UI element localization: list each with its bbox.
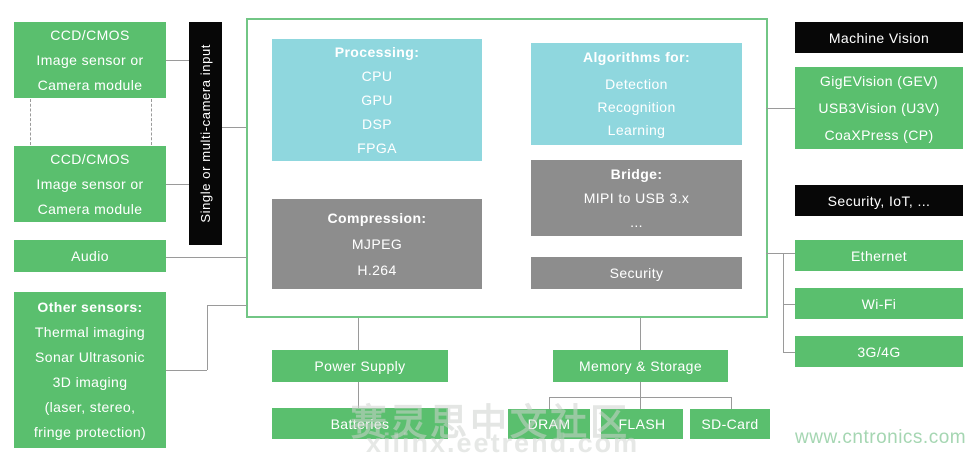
connector-soc-to-ethernet <box>766 253 795 254</box>
camera-module-box-2: CCD/CMOS Image sensor or Camera module <box>14 146 166 222</box>
connector-memory-branch <box>549 397 731 398</box>
camera2-line3: Camera module <box>37 200 143 217</box>
connector-camera2-to-bar <box>166 184 189 185</box>
camera-module-box-1: CCD/CMOS Image sensor or Camera module <box>14 22 166 98</box>
power-supply-box: Power Supply <box>272 350 448 382</box>
camera-input-bar-label: Single or multi-camera input <box>198 44 213 223</box>
compression-title: Compression: <box>327 210 427 226</box>
other-sensors-line2: Sonar Ultrasonic <box>35 349 145 365</box>
processing-item-dsp: DSP <box>362 116 392 132</box>
camera2-line2: Image sensor or <box>36 175 144 192</box>
processing-box: Processing: CPU GPU DSP FPGA <box>272 39 482 161</box>
machine-vision-protocols-box: GigEVision (GEV) USB3Vision (U3V) CoaXPr… <box>795 67 963 149</box>
connector-othersensors-h2 <box>207 305 247 306</box>
batteries-label: Batteries <box>330 415 390 432</box>
protocol-coaxpress: CoaXPress (CP) <box>824 126 934 143</box>
wifi-label: Wi-Fi <box>861 295 897 312</box>
machine-vision-header-label: Machine Vision <box>828 29 930 46</box>
power-supply-label: Power Supply <box>314 358 406 374</box>
connector-power-to-batteries <box>358 382 359 408</box>
other-sensors-line4: (laser, stereo, <box>44 399 136 415</box>
sd-card-label: SD-Card <box>701 416 759 432</box>
protocol-usb3vision: USB3Vision (U3V) <box>818 99 940 116</box>
other-sensors-title: Other sensors: <box>37 299 143 315</box>
connector-audio-to-soc <box>166 257 247 258</box>
connector-soc-to-protocols <box>766 108 795 109</box>
processing-item-fpga: FPGA <box>357 140 397 156</box>
dram-label: DRAM <box>527 416 571 432</box>
compression-box: Compression: MJPEG H.264 <box>272 199 482 289</box>
bridge-title: Bridge: <box>610 166 663 182</box>
connector-othersensors-v <box>207 305 208 370</box>
connector-branch-to-cellular <box>783 352 795 353</box>
security-box: Security <box>531 257 742 289</box>
camera1-line2: Image sensor or <box>36 51 144 68</box>
connector-branch-to-dram <box>549 397 550 409</box>
ethernet-label: Ethernet <box>850 247 908 264</box>
processing-item-cpu: CPU <box>361 68 393 84</box>
algorithms-item-recognition: Recognition <box>597 99 676 115</box>
algorithms-item-detection: Detection <box>605 76 668 92</box>
processing-title: Processing: <box>334 44 420 60</box>
bridge-box: Bridge: MIPI to USB 3.x ... <box>531 160 742 236</box>
watermark-cntronics-url: www.cntronics.com <box>795 427 967 448</box>
connector-memory-to-flash <box>640 382 641 409</box>
processing-item-gpu: GPU <box>361 92 393 108</box>
other-sensors-line1: Thermal imaging <box>34 324 146 340</box>
memory-storage-label: Memory & Storage <box>578 358 703 374</box>
camera-dashed-connector-right <box>151 99 152 145</box>
wifi-box: Wi-Fi <box>795 288 963 319</box>
cellular-box: 3G/4G <box>795 336 963 367</box>
camera2-line1: CCD/CMOS <box>50 150 130 167</box>
connector-soc-to-power <box>358 318 359 350</box>
memory-storage-box: Memory & Storage <box>553 350 728 382</box>
flash-label: FLASH <box>618 416 666 432</box>
algorithms-title: Algorithms for: <box>582 49 691 65</box>
compression-item-mjpeg: MJPEG <box>351 236 403 252</box>
camera-input-bar: Single or multi-camera input <box>189 22 222 245</box>
connector-bar-to-soc <box>222 127 246 128</box>
other-sensors-line5: fringe protection) <box>33 424 147 440</box>
algorithms-box: Algorithms for: Detection Recognition Le… <box>531 43 742 145</box>
camera1-line3: Camera module <box>37 76 143 93</box>
ethernet-box: Ethernet <box>795 240 963 271</box>
security-iot-header-label: Security, IoT, ... <box>827 192 931 209</box>
connector-soc-to-memory <box>640 318 641 350</box>
bridge-item-ellipsis: ... <box>630 214 643 230</box>
machine-vision-header: Machine Vision <box>795 22 963 53</box>
batteries-box: Batteries <box>272 408 448 439</box>
connector-branch-to-wifi <box>783 304 795 305</box>
sd-card-box: SD-Card <box>690 409 770 439</box>
connector-othersensors-h1 <box>166 370 207 371</box>
algorithms-item-learning: Learning <box>607 122 666 138</box>
audio-label: Audio <box>71 248 109 264</box>
security-iot-header: Security, IoT, ... <box>795 185 963 216</box>
camera1-line1: CCD/CMOS <box>50 26 130 43</box>
connector-camera1-to-bar <box>166 60 189 61</box>
other-sensors-line3: 3D imaging <box>52 374 128 390</box>
camera-dashed-connector-left <box>30 99 31 145</box>
audio-box: Audio <box>14 240 166 272</box>
bridge-item-mipi: MIPI to USB 3.x <box>583 190 690 206</box>
flash-box: FLASH <box>601 409 683 439</box>
security-label: Security <box>609 265 664 281</box>
connector-branch-to-sdcard <box>731 397 732 409</box>
other-sensors-box: Other sensors: Thermal imaging Sonar Ult… <box>14 292 166 448</box>
compression-item-h264: H.264 <box>357 262 397 278</box>
dram-box: DRAM <box>508 409 590 439</box>
cellular-label: 3G/4G <box>857 343 901 360</box>
protocol-gigevision: GigEVision (GEV) <box>819 72 939 89</box>
connector-connectivity-branch <box>783 253 784 353</box>
